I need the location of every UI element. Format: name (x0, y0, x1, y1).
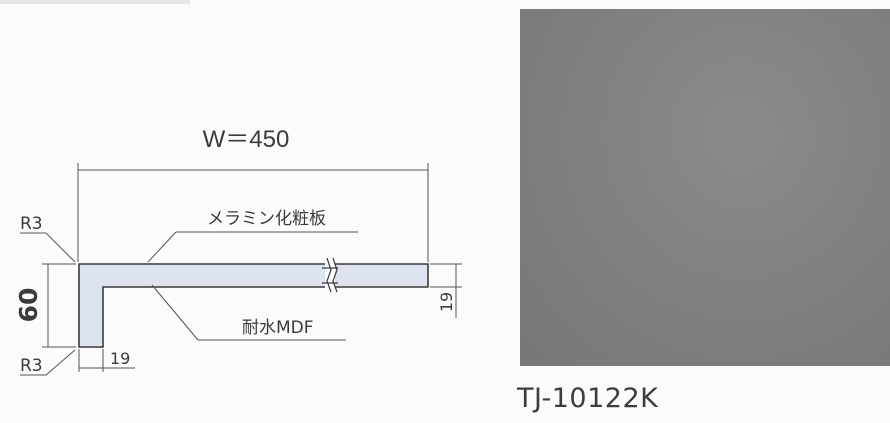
height-dimension (42, 263, 76, 348)
shelf-thickness-dimension (430, 263, 462, 318)
height-label: 60 (14, 288, 43, 323)
top-edge-strip (0, 0, 190, 4)
radius-top-label: R3 (20, 214, 43, 234)
core-leader (151, 284, 346, 341)
radius-bottom-leader (20, 349, 76, 376)
product-code: TJ-10122K (517, 383, 659, 414)
shelf-thickness-label: 19 (437, 292, 456, 312)
surface-label: メラミン化粧板 (207, 209, 326, 229)
radius-bottom-label: R3 (20, 356, 43, 376)
cross-section-diagram: W＝450 メラミン化粧板 耐水MDF R3 R3 60 (14, 126, 462, 376)
leg-thickness-label: 19 (110, 349, 130, 368)
material-swatch (520, 9, 890, 366)
width-label: W＝450 (203, 126, 290, 153)
surface-leader (147, 231, 358, 263)
leg-thickness-dimension (78, 349, 135, 372)
break-symbol (322, 257, 338, 293)
width-dimension (77, 163, 429, 262)
l-profile-shape (78, 263, 429, 348)
core-label: 耐水MDF (242, 318, 314, 338)
radius-top-leader (20, 232, 76, 263)
